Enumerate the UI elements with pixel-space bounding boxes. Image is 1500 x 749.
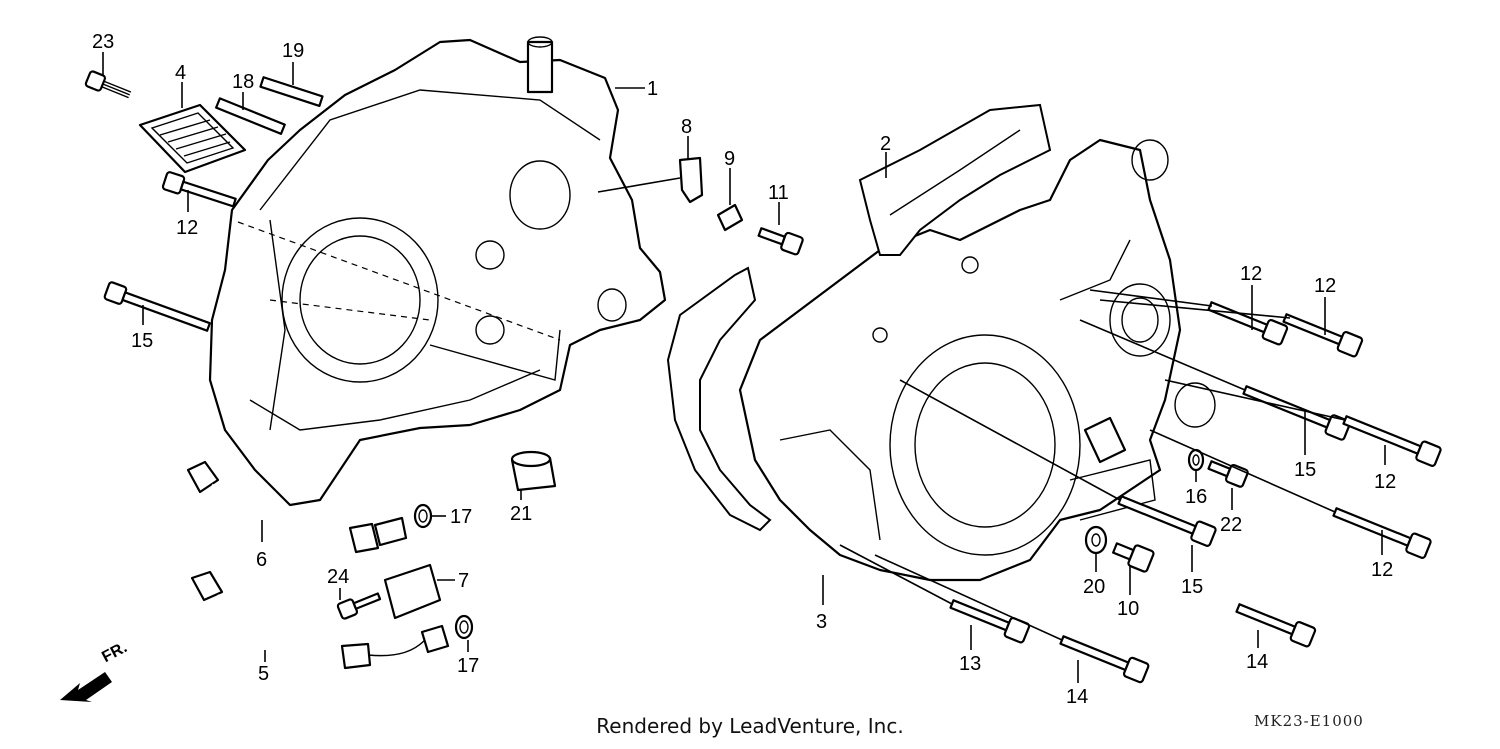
alignment-lines <box>237 177 1346 641</box>
callout-labels: 1 2 3 4 5 6 7 8 9 10 11 12 12 12 12 12 1… <box>92 31 1396 708</box>
callout-3: 3 <box>816 611 827 633</box>
dowel-pin <box>510 450 557 492</box>
callout-8: 8 <box>681 116 692 138</box>
callout-15-c: 15 <box>1181 576 1203 598</box>
callout-4: 4 <box>175 62 186 84</box>
callout-19: 19 <box>282 40 304 62</box>
callout-14-b: 14 <box>1246 651 1268 673</box>
callout-17-b: 17 <box>457 655 479 677</box>
callout-12-b: 12 <box>1240 263 1262 285</box>
washers <box>413 448 1205 640</box>
rendered-by-footer: Rendered by LeadVenture, Inc. <box>596 714 904 738</box>
setting-plate-small <box>716 203 744 232</box>
callout-22: 22 <box>1220 514 1242 536</box>
callout-16: 16 <box>1185 486 1207 508</box>
callout-5: 5 <box>258 663 269 685</box>
clamp-clip <box>678 156 704 204</box>
callout-17-a: 17 <box>450 506 472 528</box>
callout-2: 2 <box>880 133 891 155</box>
callout-9: 9 <box>724 148 735 170</box>
callout-18: 18 <box>232 71 254 93</box>
callout-15-b: 15 <box>1294 459 1316 481</box>
callout-12-d: 12 <box>1374 471 1396 493</box>
oil-hoses <box>186 460 450 670</box>
callout-7: 7 <box>458 570 469 592</box>
oil-pipe-plate <box>383 563 442 620</box>
callout-10: 10 <box>1117 598 1139 620</box>
breather-screen <box>138 103 247 174</box>
callout-20: 20 <box>1083 576 1105 598</box>
front-direction-arrow <box>60 672 112 702</box>
callout-leaders <box>102 52 1386 683</box>
callout-24: 24 <box>327 566 349 588</box>
callout-12-c: 12 <box>1314 275 1336 297</box>
crankcase-gasket-side <box>666 266 772 532</box>
callout-12-e: 12 <box>1371 559 1393 581</box>
callout-14-a: 14 <box>1066 686 1088 708</box>
left-crankcase-half <box>208 36 667 507</box>
callout-1: 1 <box>647 78 658 100</box>
diagram-code: MK23-E1000 <box>1254 712 1364 730</box>
callout-11: 11 <box>768 182 789 204</box>
callout-15-a: 15 <box>131 330 153 352</box>
callout-12-a: 12 <box>176 217 198 239</box>
callout-23: 23 <box>92 31 114 53</box>
right-crankcase-half <box>738 138 1216 582</box>
callout-21: 21 <box>510 503 532 525</box>
callout-13: 13 <box>959 653 981 675</box>
callout-6: 6 <box>256 549 267 571</box>
